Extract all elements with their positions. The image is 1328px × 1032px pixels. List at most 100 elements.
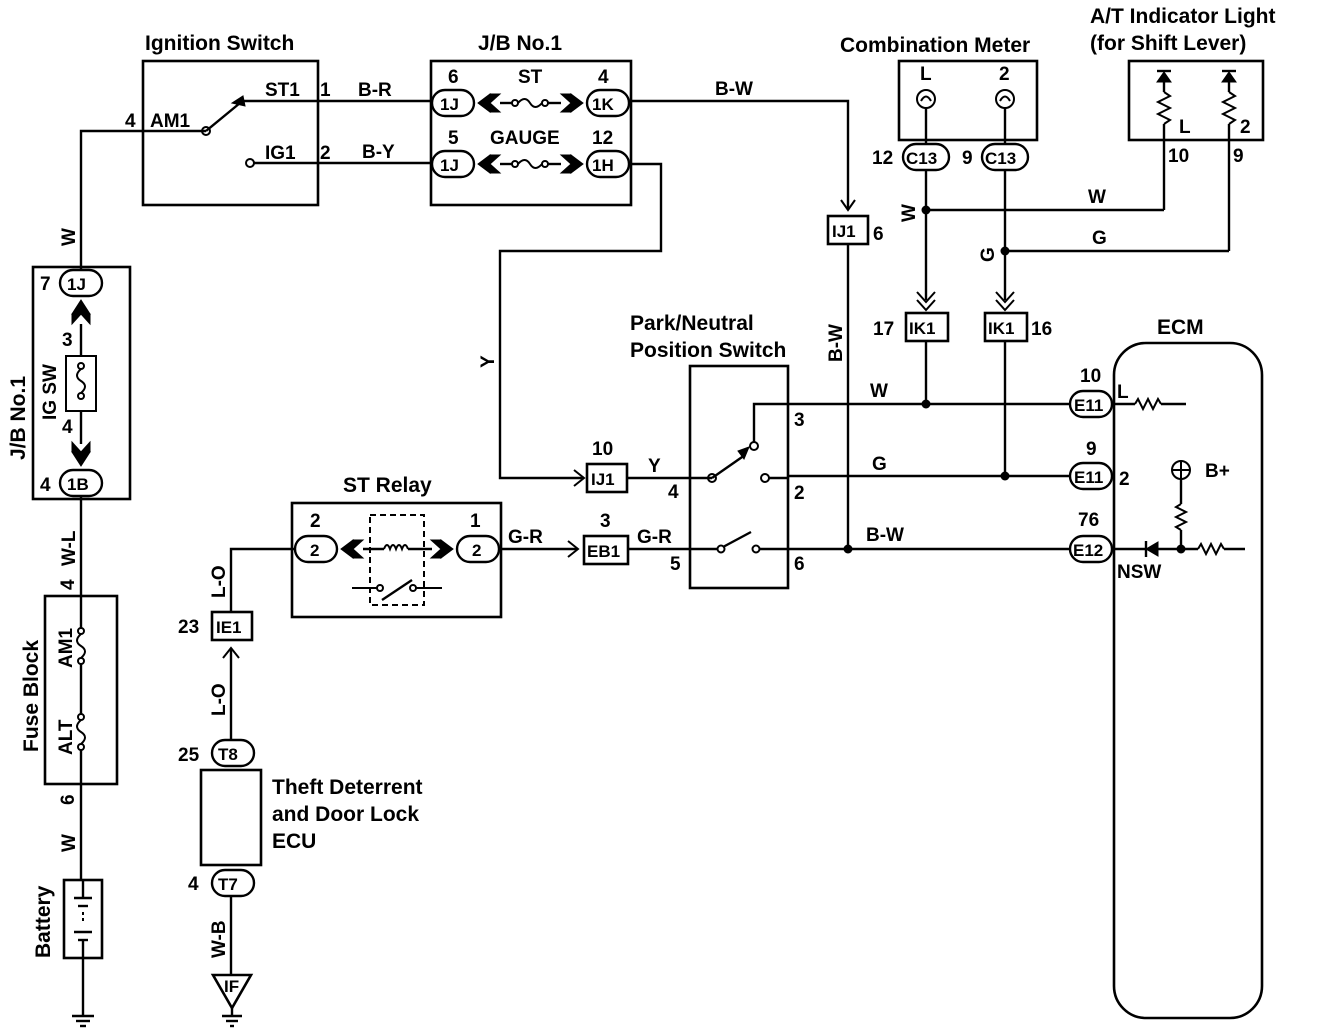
st-relay-title: ST Relay: [343, 474, 432, 497]
at-pin-10: 10: [1168, 146, 1189, 167]
wire-w-ecm: W: [870, 381, 888, 402]
park-neutral-switch: Park/Neutral Position Switch 3 2 4 5 6: [630, 312, 805, 590]
conn-ij1-top-pin: 6: [873, 224, 884, 245]
st-relay-conn-2a: 2: [310, 541, 319, 560]
meter-pin-l: L: [920, 64, 932, 85]
wire-g-ecm: G: [872, 454, 887, 475]
wire-by: B-Y: [362, 142, 395, 163]
jb-left-pin-3: 3: [62, 330, 73, 351]
fuse-block-pin-4: 4: [58, 579, 79, 590]
jb-left-title: J/B No.1: [7, 376, 30, 460]
ign-pin-4: 4: [125, 111, 136, 132]
theft-ecu-line3: ECU: [272, 830, 316, 853]
junction-block-left: J/B No.1 IG SW 7 3 4 4 1J 1B: [7, 265, 132, 501]
ignition-switch-title: Ignition Switch: [145, 32, 294, 55]
conn-ik1-left-label: IK1: [909, 319, 935, 338]
wire-gr-right: G-R: [637, 527, 672, 548]
wire-br: B-R: [358, 80, 392, 101]
conn-ik1-right-label: IK1: [988, 319, 1014, 338]
meter-pin-2: 2: [999, 64, 1010, 85]
pns-pin-5: 5: [670, 554, 681, 575]
gauge-fuse-label: GAUGE: [490, 128, 560, 149]
combination-meter-box: [897, 59, 1039, 142]
conn-e11-a: E11: [1074, 396, 1103, 415]
fuse-block: Fuse Block AM1 ALT 4 6: [20, 579, 119, 805]
junction-block-top: J/B No.1 ST GAUGE 6 4 5 12 1J 1K 1J 1H: [429, 32, 633, 207]
at-indicator-light: A/T Indicator Light (for Shift Lever) L …: [1090, 5, 1275, 251]
wire-w-bottom: W: [59, 834, 80, 852]
ecm-pin-76: 76: [1078, 510, 1099, 531]
combination-meter-title: Combination Meter: [840, 34, 1030, 57]
st-relay-pin-1: 1: [470, 511, 481, 532]
wire-gr-left: G-R: [508, 527, 543, 548]
wire-y-short: Y: [648, 456, 661, 477]
ecm-label-bplus: B+: [1205, 461, 1230, 482]
wire-lo-bottom: L-O: [209, 683, 230, 716]
meter-lamp-l-icon: [916, 89, 936, 109]
theft-ecu-box: [199, 768, 263, 867]
am1-fuse-label: AM1: [56, 627, 77, 668]
conn-ie1-label: IE1: [216, 618, 242, 637]
conn-ie1-pin: 23: [178, 617, 199, 638]
conn-c13-left: C13: [906, 149, 937, 168]
ignition-switch: Ignition Switch AM1 ST1 IG1 4 1 2: [125, 32, 331, 207]
battery: Battery: [32, 878, 104, 1028]
conn-ik1-right-pin: 16: [1031, 319, 1052, 340]
conn-eb1-label: EB1: [587, 542, 620, 561]
jb-top-pin-6: 6: [448, 67, 459, 88]
st-fuse-label: ST: [518, 67, 543, 88]
ig1-label: IG1: [265, 143, 296, 164]
at-pin-2: 2: [1240, 117, 1251, 138]
wire-g-meter-vert: G: [978, 247, 999, 262]
wire-bw-vertical: B-W: [826, 324, 847, 362]
at-indicator-box: [1127, 59, 1265, 142]
wire-wb: W-B: [209, 920, 230, 958]
theft-ecu-line2: and Door Lock: [272, 803, 419, 826]
pns-pin-6: 6: [794, 554, 805, 575]
conn-t7: T7: [218, 875, 238, 894]
connector-ik1-right: IK1 16: [983, 291, 1052, 343]
st-relay: ST Relay 2 1 2 2: [290, 474, 503, 619]
ecm-pin-10: 10: [1080, 366, 1101, 387]
at-pin-l: L: [1179, 117, 1191, 138]
jb-top-pin-5: 5: [448, 128, 459, 149]
fuse-block-pin-6: 6: [58, 794, 79, 805]
at-pin-9: 9: [1233, 146, 1244, 167]
conn-e12: E12: [1073, 541, 1103, 560]
am1-label: AM1: [150, 111, 191, 132]
st1-label: ST1: [265, 80, 300, 101]
ecm-label-nsw: NSW: [1117, 562, 1161, 583]
wire-lo-top: L-O: [209, 565, 230, 598]
alt-fuse-label: ALT: [56, 719, 77, 755]
connector-ie1: IE1 23: [178, 610, 254, 642]
meter-lamp-2-icon: [995, 89, 1015, 109]
jb-left-pin-4a: 4: [62, 417, 73, 438]
ground-if: IF: [210, 973, 254, 1028]
wire-y-vertical: Y: [478, 355, 499, 368]
wire-w-vertical: W: [59, 228, 80, 246]
connector-ij1-top: IJ1 6: [826, 214, 884, 246]
st-relay-box: [290, 501, 503, 619]
ecm-box: [1112, 341, 1264, 1020]
fuse-block-title: Fuse Block: [20, 640, 43, 752]
combination-meter: Combination Meter L 2 12 C13 9 C13: [840, 34, 1039, 172]
at-indicator-title-2: (for Shift Lever): [1090, 32, 1246, 55]
conn-1j-left: 1J: [67, 275, 86, 294]
conn-1k: 1K: [592, 95, 614, 114]
jb-top-title: J/B No.1: [478, 32, 562, 55]
pns-title-2: Position Switch: [630, 339, 786, 362]
conn-ij1-mid-pin: 10: [592, 439, 613, 460]
pns-title-1: Park/Neutral: [630, 312, 754, 335]
pns-pin-2: 2: [794, 483, 805, 504]
ecm-pin-9: 9: [1086, 439, 1097, 460]
conn-t8: T8: [218, 745, 238, 764]
at-indicator-title-1: A/T Indicator Light: [1090, 5, 1275, 28]
ign-pin-1: 1: [320, 80, 331, 101]
ecm-label-2: 2: [1119, 469, 1130, 490]
conn-eb1-pin: 3: [600, 511, 611, 532]
wire-bw-top: B-W: [715, 79, 753, 100]
jb-top-pin-4: 4: [598, 67, 609, 88]
conn-ij1-top-label: IJ1: [832, 222, 856, 241]
pns-pin-4: 4: [668, 482, 679, 503]
ground-if-label: IF: [224, 977, 239, 996]
